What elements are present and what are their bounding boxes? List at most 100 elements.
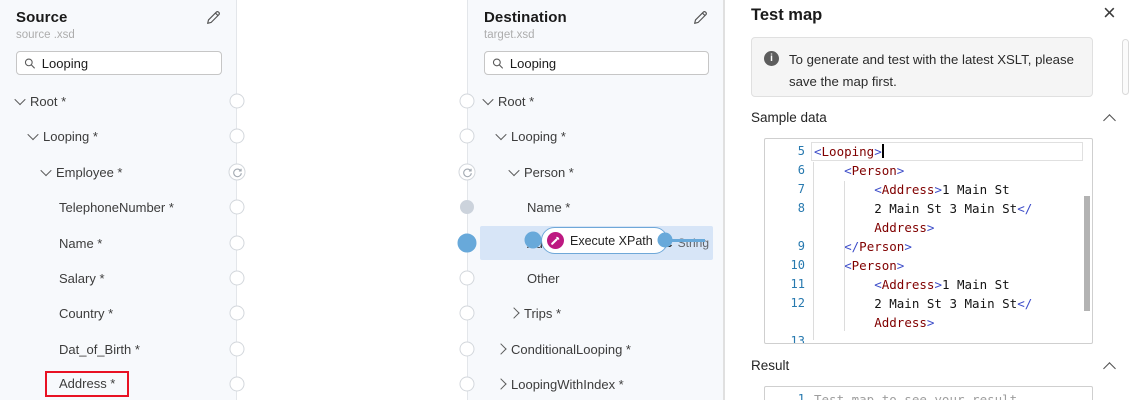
tree-node-label: Root * — [30, 93, 67, 109]
chevron-right-icon[interactable] — [495, 343, 507, 355]
source-connection-dot-telephonenumber[interactable] — [229, 199, 245, 215]
tree-node-address[interactable]: Address * — [12, 367, 226, 400]
destination-search-input[interactable] — [509, 55, 701, 71]
loop-icon — [232, 168, 242, 177]
info-message: To generate and test with the latest XSL… — [789, 52, 1074, 89]
tree-node-person[interactable]: Person * — [480, 155, 713, 189]
destination-search[interactable] — [484, 51, 709, 75]
chevron-up-icon[interactable] — [1103, 114, 1116, 127]
source-search-input[interactable] — [41, 55, 214, 71]
tree-node-dat-of-birth[interactable]: Dat_of_Birth * — [12, 332, 226, 366]
function-input-handle[interactable] — [524, 231, 542, 249]
tree-node-trips[interactable]: Trips * — [480, 296, 713, 330]
destination-connection-dot-root[interactable] — [459, 93, 475, 109]
code-line: Address> — [765, 218, 1092, 237]
editor-scrollbar-thumb[interactable] — [1084, 196, 1090, 311]
edit-pencil-icon[interactable] — [205, 9, 222, 26]
destination-connection-dot-loopingwithindex[interactable] — [459, 376, 475, 392]
source-connection-dot-address[interactable] — [229, 376, 245, 392]
chevron-right-icon[interactable] — [508, 307, 520, 319]
test-map-title: Test map — [751, 6, 823, 24]
tree-node-label: TelephoneNumber * — [59, 199, 174, 215]
tree-node-label: Country * — [59, 305, 114, 321]
function-node-label: Execute XPath — [570, 233, 653, 248]
code-line: 5<Looping> — [765, 142, 1092, 161]
chevron-down-icon[interactable] — [508, 164, 520, 177]
tree-node-label: Name * — [59, 235, 103, 251]
test-map-panel: Test map × i To generate and test with t… — [724, 0, 1130, 400]
tree-node-loopingwithindex[interactable]: LoopingWithIndex * — [480, 367, 713, 400]
tree-node-label: Dat_of_Birth * — [59, 341, 140, 357]
tree-node-conditionallooping[interactable]: ConditionalLooping * — [480, 332, 713, 366]
chevron-right-icon[interactable] — [495, 378, 507, 390]
function-icon — [547, 232, 564, 249]
code-line: 8 2 Main St 3 Main St</ — [765, 199, 1092, 218]
chevron-down-icon[interactable] — [482, 93, 494, 106]
chevron-up-icon[interactable] — [1103, 362, 1116, 375]
tree-node-root[interactable]: Root * — [480, 84, 713, 118]
connection-edge[interactable] — [665, 239, 705, 242]
code-line: 12 2 Main St 3 Main St</ — [765, 294, 1092, 313]
close-icon[interactable]: × — [1103, 0, 1116, 25]
tree-node-name[interactable]: Name * — [12, 226, 226, 260]
source-search[interactable] — [16, 51, 222, 75]
source-connection-dot-looping[interactable] — [229, 128, 245, 144]
source-connection-dot-root[interactable] — [229, 93, 245, 109]
result-editor[interactable]: 1 Test map to see your result — [764, 386, 1093, 400]
line-number: 1 — [797, 392, 805, 400]
tree-node-salary[interactable]: Salary * — [12, 261, 226, 295]
destination-connection-dot-trips[interactable] — [459, 305, 475, 321]
tree-node-label: Looping * — [511, 128, 566, 144]
source-filename: source .xsd — [16, 29, 75, 41]
result-section-label: Result — [751, 358, 790, 373]
tree-node-looping[interactable]: Looping * — [12, 119, 226, 153]
destination-connection-dot-address[interactable] — [457, 233, 477, 253]
tree-node-label: Looping * — [43, 128, 98, 144]
tree-node-root[interactable]: Root * — [12, 84, 226, 118]
tree-node-label: Salary * — [59, 270, 105, 286]
source-connection-dot-salary[interactable] — [229, 270, 245, 286]
chevron-down-icon[interactable] — [27, 128, 39, 141]
tree-node-label: Name * — [527, 199, 571, 215]
destination-connection-dot-looping[interactable] — [459, 128, 475, 144]
line-number: 8 — [797, 201, 805, 215]
source-connection-dot-employee[interactable] — [228, 163, 246, 181]
line-number: 13 — [790, 334, 805, 344]
destination-panel-header: Destination target.xsd — [468, 0, 723, 75]
line-number — [765, 218, 805, 237]
chevron-down-icon[interactable] — [14, 93, 26, 106]
tree-node-telephonenumber[interactable]: TelephoneNumber * — [12, 190, 226, 224]
destination-filename: target.xsd — [484, 29, 535, 41]
code-line: 13 — [765, 332, 1092, 344]
destination-connection-dot-conditionallooping[interactable] — [459, 341, 475, 357]
tree-node-employee[interactable]: Employee * — [12, 155, 226, 189]
function-output-handle[interactable] — [657, 232, 673, 248]
tree-node-label: Trips * — [524, 305, 562, 321]
line-number: 6 — [797, 163, 805, 177]
mapping-canvas[interactable]: Execute XPath — [237, 0, 705, 400]
line-number — [765, 313, 805, 332]
source-connection-dot-name[interactable] — [229, 235, 245, 251]
indent-guide — [813, 162, 814, 340]
tree-node-name[interactable]: Name * — [480, 190, 713, 224]
source-connection-dot-country[interactable] — [229, 305, 245, 321]
sample-data-editor[interactable]: 5<Looping>6 <Person>7 <Address>1 Main St… — [764, 138, 1093, 344]
chevron-down-icon[interactable] — [40, 164, 52, 177]
search-icon — [24, 58, 35, 68]
source-title: Source — [16, 9, 68, 26]
tree-node-other[interactable]: Other — [480, 261, 713, 295]
tree-node-country[interactable]: Country * — [12, 296, 226, 330]
edit-pencil-icon[interactable] — [692, 9, 709, 26]
panel-scrollbar-thumb[interactable] — [1122, 39, 1129, 95]
chevron-down-icon[interactable] — [495, 128, 507, 141]
destination-connection-dot-person[interactable] — [458, 163, 476, 181]
destination-schema-tree: Root *Looping *Person *Name *Address *AB… — [468, 0, 723, 400]
destination-connection-dot-other[interactable] — [459, 270, 475, 286]
destination-connection-dot-name[interactable] — [460, 200, 474, 214]
source-panel: Source source .xsd Root * Looping * Employ… — [0, 0, 237, 400]
code-line: 11 <Address>1 Main St — [765, 275, 1092, 294]
execute-xpath-function-node[interactable]: Execute XPath — [541, 227, 668, 254]
source-connection-dot-dat-of-birth[interactable] — [229, 341, 245, 357]
tree-node-looping[interactable]: Looping * — [480, 119, 713, 153]
